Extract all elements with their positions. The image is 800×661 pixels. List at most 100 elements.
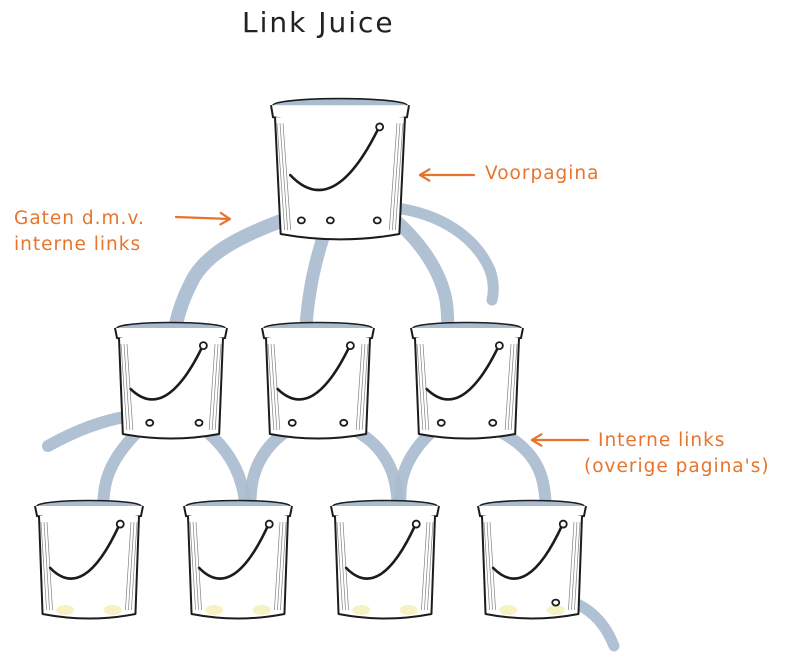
internal-links-label-line-1: Interne links bbox=[598, 430, 726, 451]
bucket-body bbox=[118, 337, 224, 440]
handle-rivet bbox=[558, 519, 568, 529]
bottom-highlight bbox=[56, 605, 75, 615]
bucket-shading bbox=[128, 521, 135, 611]
bucket-bottom-4 bbox=[477, 499, 587, 620]
bottom-highlight bbox=[252, 605, 271, 615]
arrow-head bbox=[219, 211, 232, 226]
bucket-body bbox=[334, 515, 436, 620]
bucket-body bbox=[414, 337, 520, 440]
bucket-shading bbox=[391, 123, 401, 231]
bucket-shading bbox=[568, 521, 575, 611]
label-arrows bbox=[174, 168, 590, 447]
bucket-hole bbox=[287, 418, 297, 427]
bucket-shading bbox=[489, 521, 496, 611]
bucket-shading bbox=[126, 343, 134, 431]
bucket-hole bbox=[551, 598, 561, 607]
bucket-shading bbox=[280, 521, 287, 611]
bucket-shading bbox=[192, 521, 199, 611]
front-page-label-text: Voorpagina bbox=[485, 163, 600, 184]
bucket-shading bbox=[279, 123, 289, 231]
bucket-shading bbox=[339, 521, 346, 611]
bucket-shading bbox=[504, 343, 512, 431]
bucket-shading bbox=[123, 343, 131, 431]
holes-label: Gaten d.m.v. interne links bbox=[14, 206, 145, 258]
bucket-shading bbox=[483, 521, 490, 611]
bucket-shading bbox=[189, 521, 196, 611]
bucket-front-page bbox=[270, 97, 410, 241]
bucket-shading bbox=[419, 343, 427, 431]
bucket-shading bbox=[394, 123, 404, 231]
bucket-hole bbox=[145, 418, 155, 427]
bucket-shading bbox=[427, 521, 434, 611]
bucket-shading bbox=[131, 521, 138, 611]
bucket-handle bbox=[197, 523, 270, 580]
bucket-shading bbox=[388, 123, 398, 231]
bucket-hole bbox=[296, 216, 306, 225]
bucket-shading bbox=[416, 343, 424, 431]
bucket-shading bbox=[276, 123, 286, 231]
bucket-handle bbox=[425, 345, 500, 401]
bucket-shading bbox=[46, 521, 53, 611]
bottom-highlight bbox=[103, 605, 122, 615]
handle-rivet bbox=[494, 341, 504, 351]
water-stream-1 bbox=[167, 207, 307, 341]
internal-links-label: Interne links (overige pagina's) bbox=[584, 428, 770, 480]
bucket-shading bbox=[510, 343, 518, 431]
bucket-shading bbox=[120, 343, 128, 431]
bucket-shading bbox=[486, 521, 493, 611]
bucket-bottom-2 bbox=[183, 499, 293, 620]
bucket-handle bbox=[48, 523, 121, 580]
bucket-handle bbox=[491, 523, 564, 580]
bucket-middle-3 bbox=[410, 321, 524, 440]
bucket-handle bbox=[276, 345, 351, 401]
bucket-shading bbox=[208, 343, 216, 431]
front-page-label: Voorpagina bbox=[485, 161, 600, 187]
bucket-shading bbox=[277, 521, 284, 611]
bucket-body bbox=[187, 515, 289, 620]
bucket-shading bbox=[211, 343, 219, 431]
bucket-handle bbox=[344, 523, 417, 580]
bucket-handle bbox=[129, 345, 204, 401]
bucket-shading bbox=[267, 343, 275, 431]
bottom-highlight bbox=[499, 605, 518, 615]
bucket-hole bbox=[194, 418, 204, 427]
bucket-bottom-1 bbox=[34, 499, 144, 620]
handle-rivet bbox=[115, 519, 125, 529]
arrow-holes bbox=[174, 211, 232, 226]
arrow-head bbox=[530, 433, 543, 447]
bucket-shading bbox=[214, 343, 222, 431]
bucket-shading bbox=[507, 343, 515, 431]
bucket-shading bbox=[274, 521, 281, 611]
arrow-shaft bbox=[174, 215, 232, 221]
bucket-shading bbox=[424, 521, 431, 611]
bottom-highlight bbox=[546, 605, 565, 615]
bucket-hole bbox=[325, 216, 335, 225]
bucket-shading bbox=[270, 343, 278, 431]
holes-label-line-2: interne links bbox=[14, 234, 142, 255]
bucket-shading bbox=[273, 343, 281, 431]
water-stream-4 bbox=[390, 202, 499, 306]
handle-rivet bbox=[264, 519, 274, 529]
bucket-shading bbox=[574, 521, 581, 611]
buckets bbox=[34, 97, 587, 620]
bucket-shading bbox=[43, 521, 50, 611]
bucket-shading bbox=[336, 521, 343, 611]
bucket-hole bbox=[372, 216, 382, 225]
internal-links-label-line-2: (overige pagina's) bbox=[584, 456, 770, 477]
bucket-shading bbox=[40, 521, 47, 611]
bucket-shading bbox=[571, 521, 578, 611]
bottom-highlight bbox=[399, 605, 418, 615]
arrow-head bbox=[418, 168, 431, 182]
handle-rivet bbox=[345, 341, 355, 351]
bottom-highlight bbox=[205, 605, 224, 615]
page-title: Link Juice bbox=[242, 6, 395, 39]
bucket-shading bbox=[355, 343, 363, 431]
bucket-shading bbox=[282, 123, 292, 231]
bucket-body bbox=[265, 337, 371, 440]
bucket-handle bbox=[289, 126, 380, 192]
bucket-middle-1 bbox=[114, 321, 228, 440]
bucket-shading bbox=[361, 343, 369, 431]
bucket-hole bbox=[339, 418, 349, 427]
bucket-middle-2 bbox=[261, 321, 375, 440]
